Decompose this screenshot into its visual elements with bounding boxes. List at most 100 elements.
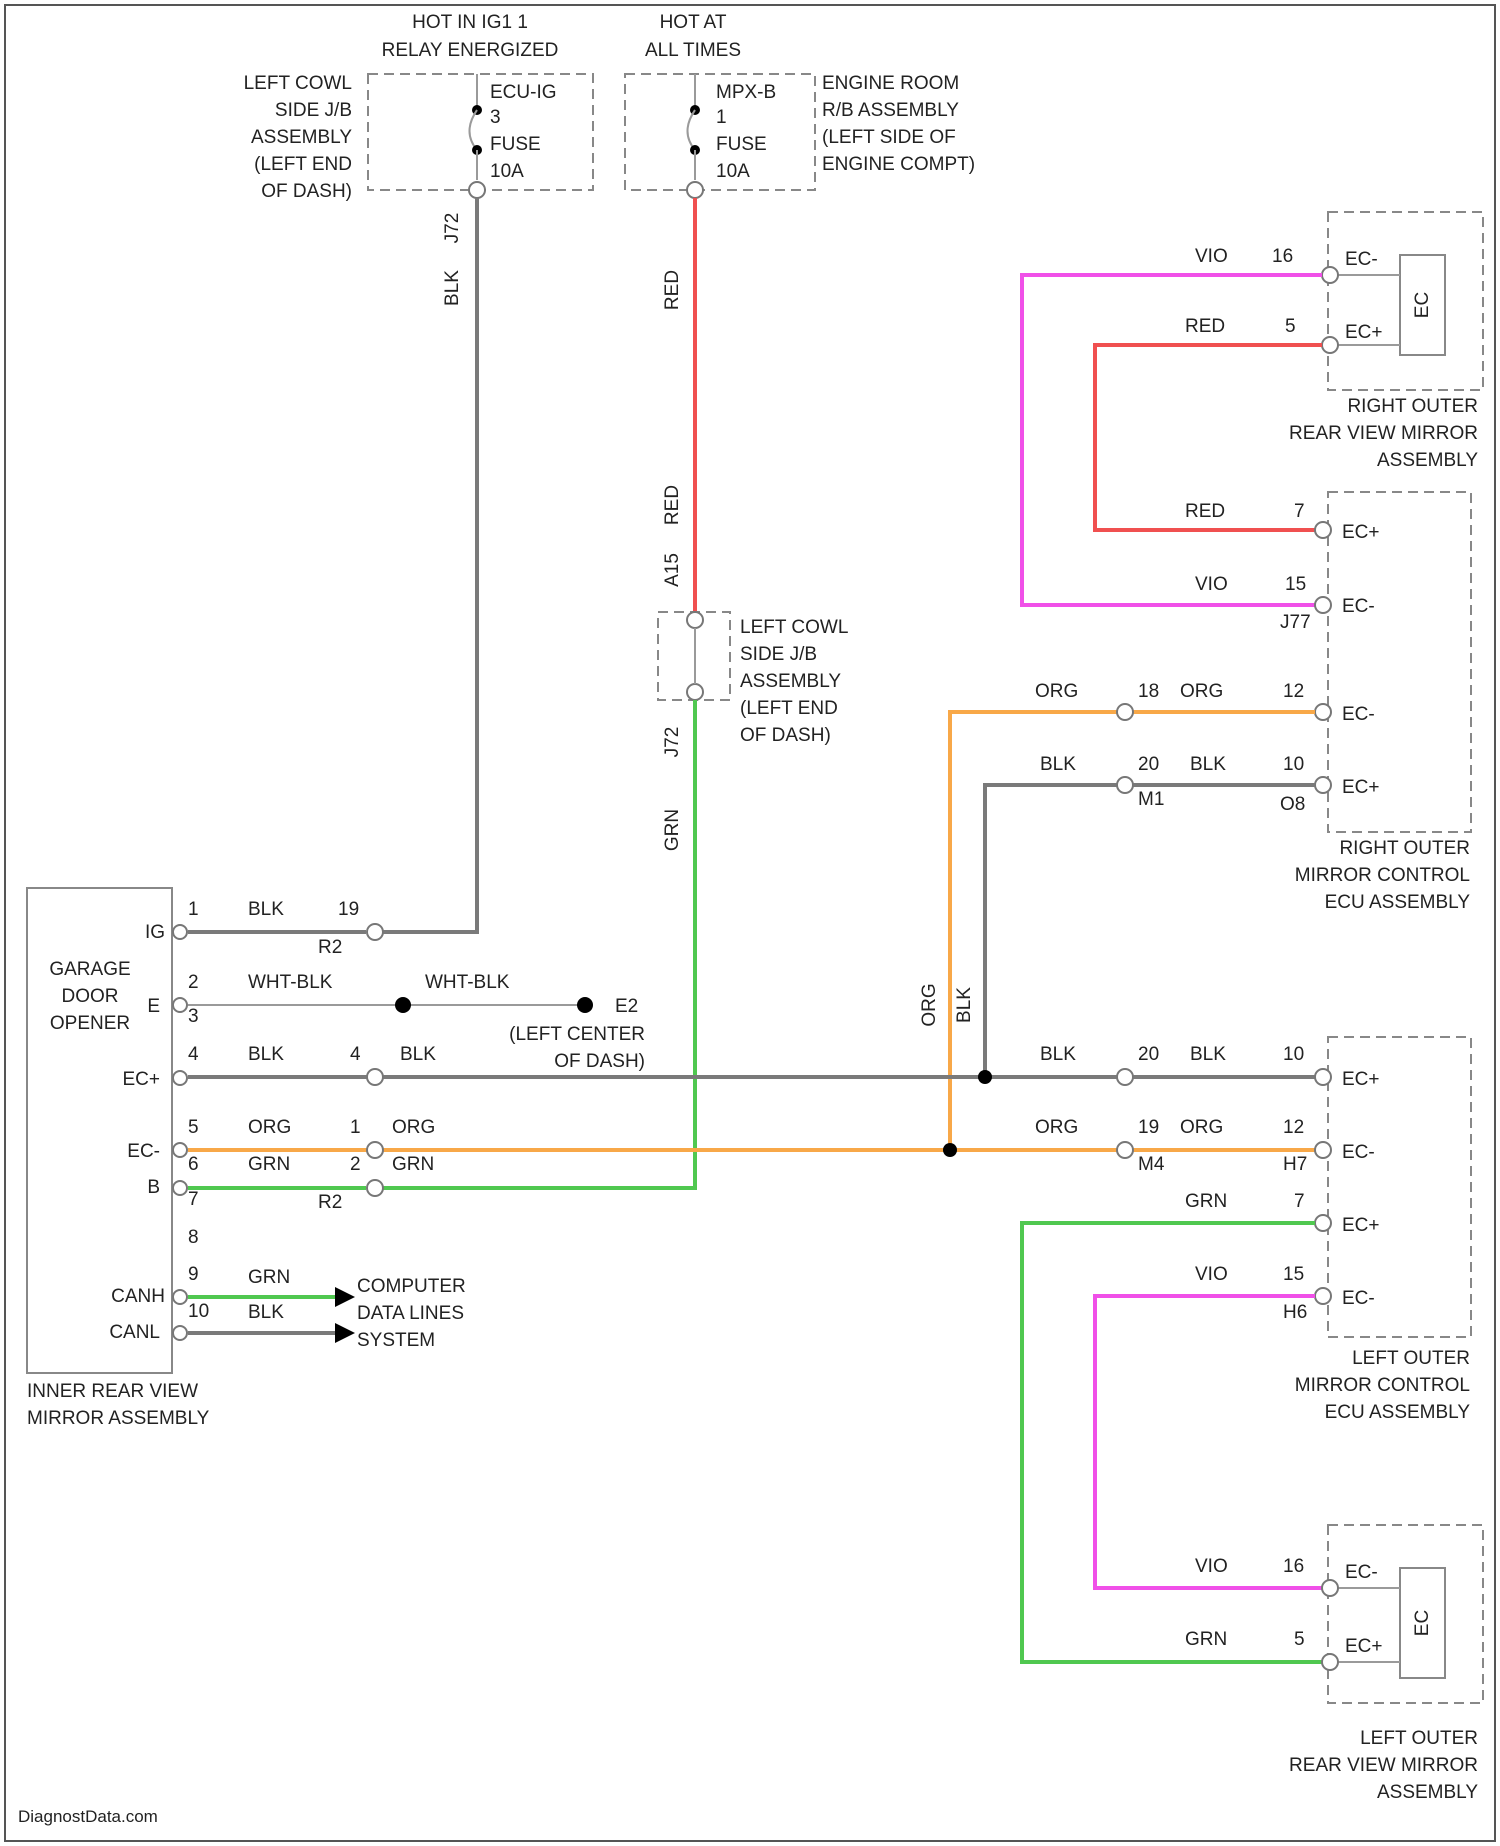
right-blk-pin20: 20	[1138, 754, 1159, 775]
right-red-top-label: RED	[1185, 316, 1225, 337]
ecp-blk-label-2: BLK	[400, 1044, 436, 1065]
conn-a15: A15	[662, 553, 683, 587]
svg-text:LEFT COWL: LEFT COWL	[740, 617, 848, 638]
svg-text:LEFT COWL: LEFT COWL	[244, 73, 352, 94]
svg-text:EC+: EC+	[123, 1069, 161, 1090]
svg-text:8: 8	[188, 1227, 199, 1248]
svg-text:LEFT OUTER: LEFT OUTER	[1360, 1728, 1478, 1749]
svg-text:1: 1	[716, 107, 727, 128]
svg-text:OF DASH): OF DASH)	[261, 181, 352, 202]
ground-loc-1: (LEFT CENTER	[509, 1024, 645, 1045]
right-org-right-label: ORG	[1180, 681, 1223, 702]
svg-text:OF DASH): OF DASH)	[740, 725, 831, 746]
left-vio-bot-label: VIO	[1195, 1556, 1228, 1577]
svg-text:DATA LINES: DATA LINES	[357, 1303, 464, 1324]
ecm-org-label-1: ORG	[248, 1117, 291, 1138]
vert-org-label: ORG	[919, 983, 940, 1026]
svg-text:ASSEMBLY: ASSEMBLY	[1377, 450, 1478, 471]
vert-blk-label: BLK	[954, 987, 975, 1023]
b-pin2: 2	[350, 1154, 361, 1175]
conn-m1: M1	[1138, 789, 1164, 810]
svg-text:DOOR: DOOR	[62, 986, 119, 1007]
svg-text:MIRROR CONTROL: MIRROR CONTROL	[1295, 1375, 1470, 1396]
right-ecu-ec-minus-b: EC-	[1342, 704, 1375, 725]
right-ecu-ec-minus-a: EC-	[1342, 596, 1375, 617]
canh-grn-label: GRN	[248, 1267, 290, 1288]
left-grn-bot-label: GRN	[1185, 1629, 1227, 1650]
svg-text:ECU ASSEMBLY: ECU ASSEMBLY	[1325, 892, 1471, 913]
wire-ecu-ig-blk	[382, 198, 477, 932]
svg-text:IG: IG	[145, 922, 165, 943]
svg-text:SIDE J/B: SIDE J/B	[275, 100, 352, 121]
right-mirror-pin-16	[1322, 267, 1338, 283]
wire-blk-label-top: BLK	[442, 270, 463, 306]
mpx-b-fuse-terminal	[687, 182, 703, 198]
svg-text:RIGHT OUTER: RIGHT OUTER	[1339, 838, 1470, 859]
svg-text:ENGINE ROOM: ENGINE ROOM	[822, 73, 959, 94]
right-org-pin18: 18	[1138, 681, 1159, 702]
jb-mid-terminal-bottom	[687, 684, 703, 700]
right-red-bot-pin: 7	[1294, 501, 1305, 522]
wire-right-ecu-org	[950, 712, 1315, 1150]
right-ecu-org-splice-conn	[1117, 704, 1133, 720]
wire-right-ecu-blk	[985, 785, 1315, 1077]
ecm-org-label-3: ORG	[1035, 1117, 1078, 1138]
right-blk-left-label: BLK	[1040, 754, 1076, 775]
ecp-splice-dot	[978, 1070, 992, 1084]
ecp-pin20: 20	[1138, 1044, 1159, 1065]
left-grn-top-label: GRN	[1185, 1191, 1227, 1212]
wire-mpx-b-grn	[382, 700, 695, 1188]
conn-m4: M4	[1138, 1154, 1165, 1175]
right-outer-mirror-control-ecu-label: RIGHT OUTER MIRROR CONTROL ECU ASSEMBLY	[1295, 838, 1471, 913]
ecm-pin1: 1	[350, 1117, 361, 1138]
ecm-org-label-2: ORG	[392, 1117, 435, 1138]
ecu-ig-fuse: ECU-IG 3 FUSE 10A	[470, 74, 557, 182]
left-outer-mirror-control-ecu-label: LEFT OUTER MIRROR CONTROL ECU ASSEMBLY	[1295, 1348, 1471, 1423]
svg-text:EC-: EC-	[127, 1141, 160, 1162]
left-ecu-pin-7	[1315, 1215, 1331, 1231]
svg-text:FUSE: FUSE	[490, 134, 541, 155]
svg-text:6: 6	[188, 1154, 199, 1175]
mpx-b-fuse: MPX-B 1 FUSE 10A	[688, 74, 777, 182]
svg-text:7: 7	[188, 1189, 199, 1210]
right-org-pin12: 12	[1283, 681, 1304, 702]
svg-text:(LEFT END: (LEFT END	[254, 154, 352, 175]
left-ecu-ec-minus-a: EC-	[1342, 1142, 1375, 1163]
right-ecu-pin-10	[1315, 777, 1331, 793]
right-mirror-ec-plus: EC+	[1345, 322, 1383, 343]
right-blk-right-label: BLK	[1190, 754, 1226, 775]
right-vio-top-pin: 16	[1272, 246, 1293, 267]
left-vio-top-label: VIO	[1195, 1264, 1228, 1285]
inner-rear-view-mirror-label: INNER REAR VIEW MIRROR ASSEMBLY	[27, 1381, 210, 1429]
left-outer-rear-view-mirror-label: LEFT OUTER REAR VIEW MIRROR ASSEMBLY	[1289, 1728, 1478, 1803]
left-cowl-jb-mid-label: LEFT COWL SIDE J/B ASSEMBLY (LEFT END OF…	[740, 617, 848, 746]
ecp-blk-label-3: BLK	[1040, 1044, 1076, 1065]
svg-text:R/B ASSEMBLY: R/B ASSEMBLY	[822, 100, 959, 121]
right-ecu-pin-7	[1315, 522, 1331, 538]
ground-e2: E2	[615, 996, 638, 1017]
left-ecu-pin-15	[1315, 1288, 1331, 1304]
ecm-pin19: 19	[1138, 1117, 1159, 1138]
right-mirror-ec-minus: EC-	[1345, 249, 1378, 270]
left-mirror-pin-5	[1322, 1654, 1338, 1670]
svg-text:CANL: CANL	[109, 1322, 160, 1343]
conn-r2-b: R2	[318, 1192, 342, 1213]
svg-text:ECU-IG: ECU-IG	[490, 82, 557, 103]
jb-mid-terminal-top	[687, 612, 703, 628]
svg-text:MPX-B: MPX-B	[716, 82, 776, 103]
svg-text:(LEFT END: (LEFT END	[740, 698, 838, 719]
svg-text:REAR VIEW MIRROR: REAR VIEW MIRROR	[1289, 1755, 1478, 1776]
svg-text:ASSEMBLY: ASSEMBLY	[1377, 1782, 1478, 1803]
e2-ground-dot	[577, 997, 593, 1013]
wire-grn-label-vertical: GRN	[662, 809, 683, 851]
conn-h7: H7	[1283, 1154, 1307, 1175]
svg-text:COMPUTER: COMPUTER	[357, 1276, 466, 1297]
left-vio-top-pin: 15	[1283, 1264, 1304, 1285]
svg-text:5: 5	[188, 1117, 199, 1138]
left-grn-top-pin: 7	[1294, 1191, 1305, 1212]
left-ecu-pin-10	[1315, 1069, 1331, 1085]
ecp-pin4: 4	[350, 1044, 361, 1065]
canh-arrow-icon	[335, 1287, 355, 1307]
ecm-org-label-4: ORG	[1180, 1117, 1223, 1138]
wire-left-grn	[1022, 1223, 1322, 1662]
